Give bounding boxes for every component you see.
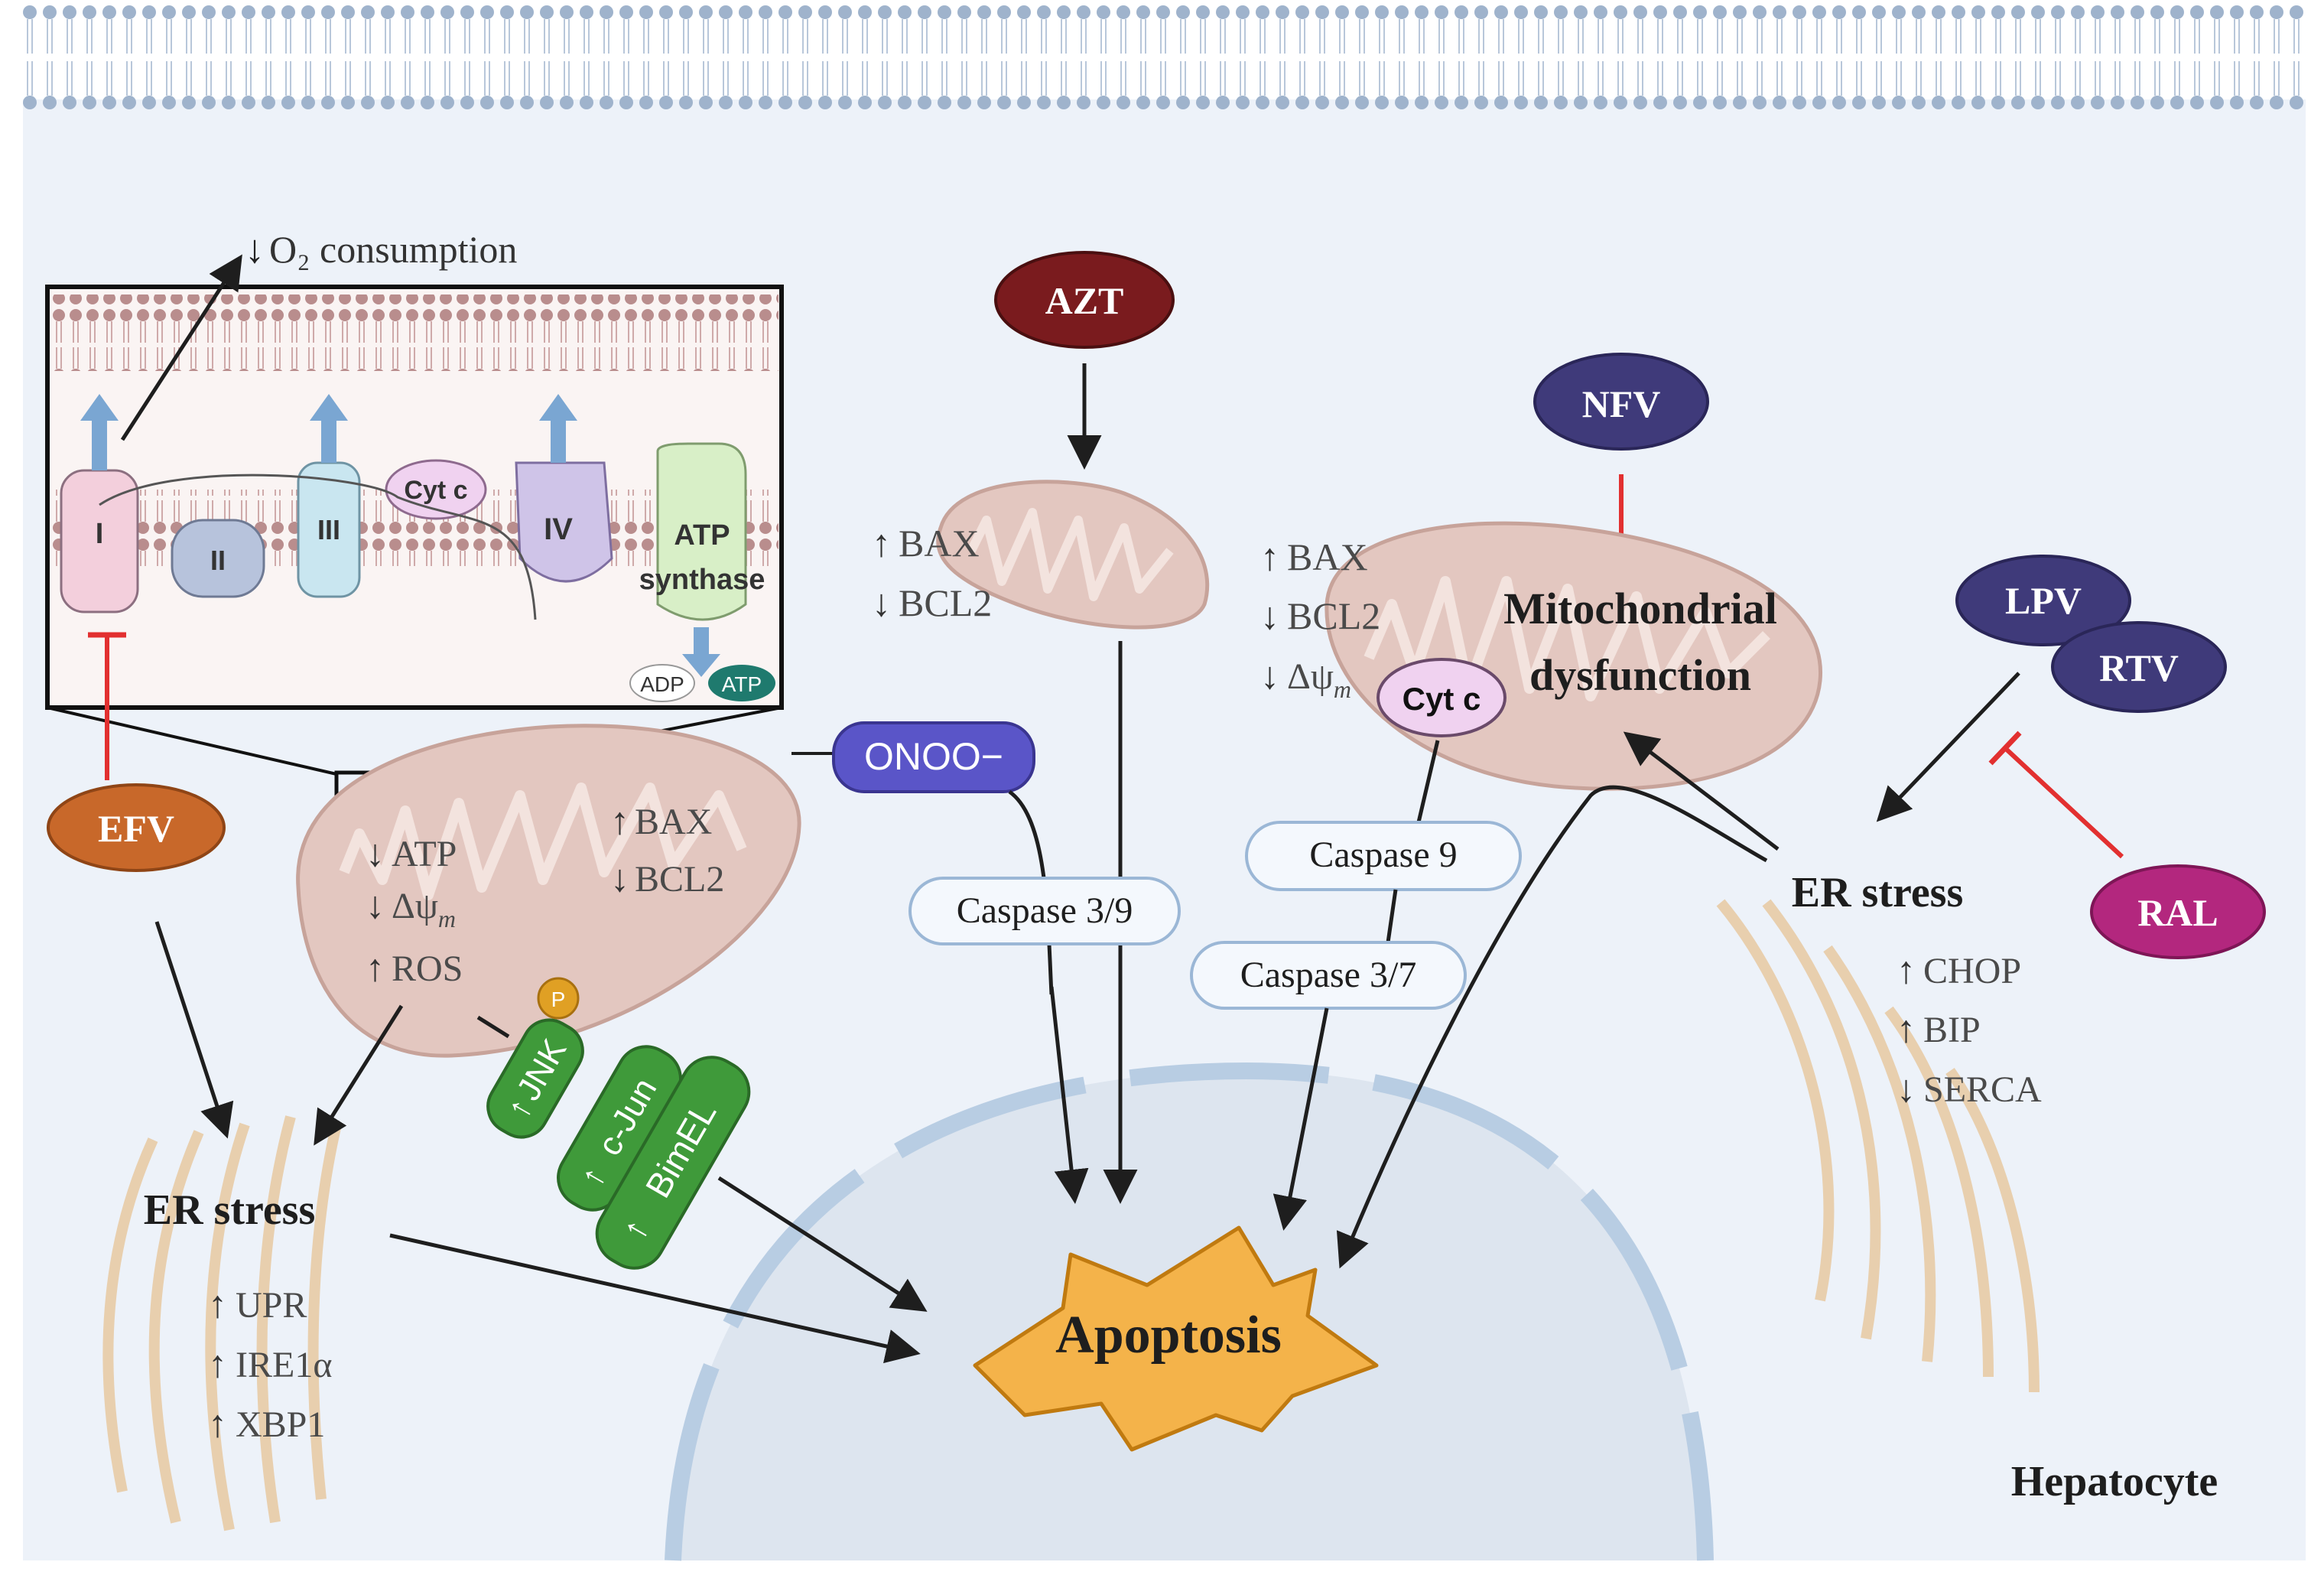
mito-left-bcl2: BCL2	[635, 859, 724, 900]
er-left-ire1a-arrow: ↑	[208, 1342, 227, 1385]
mito-left-ros-arrow: ↑	[366, 946, 385, 989]
lpv-label: LPV	[2005, 579, 2082, 622]
mito-right-bax: BAX	[1287, 535, 1368, 578]
mito-left-atp: ATP	[392, 834, 457, 874]
mito-left-bax: BAX	[635, 802, 712, 842]
plasma-membrane	[23, 0, 2306, 115]
o2-consumption-label: O₂ consumption	[269, 228, 517, 271]
azt-label: AZT	[1045, 279, 1124, 322]
azt-drug	[994, 251, 1175, 349]
mito-right-dpsi-arrow: ↓	[1260, 654, 1279, 697]
mito-right-bax-arrow: ↑	[1260, 535, 1279, 578]
mito-left-bax-arrow: ↑	[610, 799, 629, 842]
mito-center-bcl2-arrow: ↓	[872, 581, 891, 624]
er-right-chop-arrow: ↑	[1897, 949, 1916, 991]
atp-synthase	[656, 442, 747, 621]
atp-synthase-label-2: synthase	[639, 564, 765, 596]
o2-down-arrow: ↓	[245, 228, 265, 272]
mito-right-bcl2: BCL2	[1287, 594, 1380, 637]
onoo-box	[832, 721, 1035, 793]
cytc-right	[1377, 658, 1507, 737]
er-left-upr-arrow: ↑	[208, 1283, 227, 1326]
mito-dysfunction-line1: Mitochondrial	[1503, 584, 1777, 633]
complex-iv	[515, 461, 613, 583]
mitochondrion-left	[296, 724, 801, 1058]
mito-center-bax: BAX	[899, 522, 980, 565]
caspase-9-box	[1245, 821, 1522, 891]
mito-center-bcl2: BCL2	[899, 581, 992, 624]
ral-drug	[2090, 864, 2266, 959]
caspase-37-label: Caspase 3/7	[1240, 955, 1417, 995]
er-left-title: ER stress	[144, 1186, 316, 1234]
er-right-bip: BIP	[1923, 1010, 1981, 1050]
apoptosis-label: Apoptosis	[1055, 1306, 1282, 1365]
ral-inhibit-line	[2003, 746, 2124, 859]
adp-label: ADP	[640, 672, 684, 696]
rtv-drug	[2051, 621, 2227, 713]
jnk-pill: ↑ JNK	[486, 1018, 584, 1139]
caspase-39-box	[908, 877, 1181, 945]
caspase-39-label: Caspase 3/9	[957, 890, 1133, 931]
apoptosis-star	[973, 1225, 1379, 1452]
er-left-xbp1: XBP1	[236, 1404, 325, 1445]
efv-drug	[47, 783, 226, 872]
etc-inset: I II III Cyt c IV ATP synthase ADP ATP	[45, 285, 784, 710]
onoo-label: ONOO−	[864, 735, 1003, 778]
er-right-chop: CHOP	[1923, 951, 2021, 991]
nfv-drug	[1533, 353, 1709, 451]
er-right-serca: SERCA	[1923, 1069, 2042, 1110]
er-left-xbp1-arrow: ↑	[208, 1402, 227, 1445]
o2-arrow	[120, 254, 242, 441]
hepatocyte-label: Hepatocyte	[2011, 1458, 2218, 1505]
mitochondrion-center	[936, 480, 1210, 630]
cytc-right-label: Cyt c	[1403, 681, 1481, 717]
atp-pill	[708, 665, 775, 701]
caspase-37-box	[1190, 941, 1467, 1010]
er-right-serca-arrow: ↓	[1897, 1067, 1916, 1110]
atp-pill-label: ATP	[722, 672, 762, 696]
caspase-9-label: Caspase 9	[1309, 835, 1457, 875]
mito-center-bax-arrow: ↑	[872, 522, 891, 565]
er-right-title: ER stress	[1792, 869, 1964, 916]
complex-iv-label: IV	[544, 513, 573, 546]
er-left-upr: UPR	[236, 1285, 307, 1326]
complex-ii	[171, 519, 265, 598]
adp-pill	[629, 664, 695, 702]
mito-left-atp-arrow: ↓	[366, 831, 385, 874]
mito-left-bcl2-arrow: ↓	[610, 857, 629, 900]
lpv-drug	[1955, 555, 2131, 646]
er-left-organelle	[102, 1115, 342, 1531]
mito-left-dpsi-arrow: ↓	[366, 883, 385, 926]
complex-ii-label: II	[210, 545, 226, 576]
efv-label: EFV	[98, 807, 174, 850]
phospho-badge	[537, 977, 580, 1020]
er-left-ire1a: IRE1α	[236, 1345, 332, 1385]
atp-synthase-label-1: ATP	[674, 519, 730, 552]
mito-dysfunction-line2: dysfunction	[1529, 650, 1751, 700]
mito-right-bcl2-arrow: ↓	[1260, 594, 1279, 637]
complex-iii-label: III	[317, 514, 340, 545]
phospho-label: P	[551, 988, 566, 1011]
complex-i-label: I	[96, 518, 104, 550]
er-right-bip-arrow: ↑	[1897, 1007, 1916, 1050]
mito-left-dpsi: Δψm	[392, 886, 456, 932]
mito-left-ros: ROS	[392, 949, 463, 989]
ral-label: RAL	[2137, 891, 2218, 934]
rtv-label: RTV	[2099, 646, 2179, 689]
cytc-inset	[385, 459, 487, 520]
er-right-organelle	[1716, 899, 2040, 1393]
mito-right-dpsi: Δψm	[1287, 656, 1351, 703]
nfv-label: NFV	[1582, 382, 1661, 425]
cytc-inset-label: Cyt c	[404, 476, 467, 505]
